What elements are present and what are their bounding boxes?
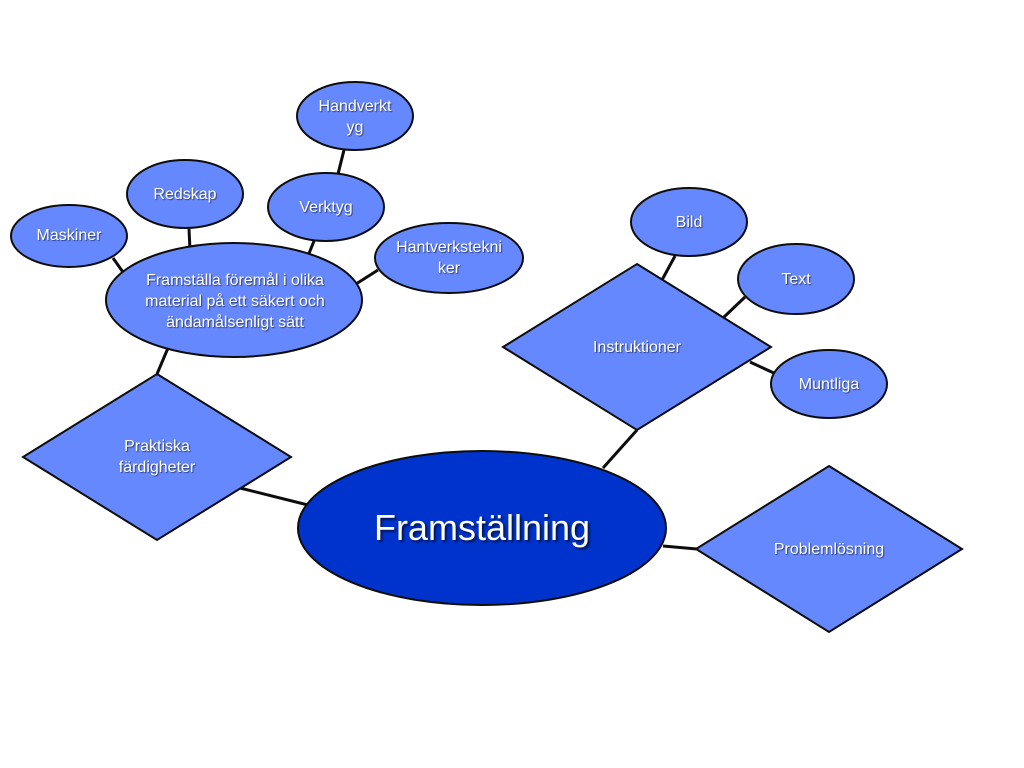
instruktioner-node-shape[interactable] [501,262,773,432]
connector-verktyg-handverktyg [336,149,346,175]
center-node-shape[interactable] [297,450,667,606]
connector-center-problemlosning [662,544,698,551]
problemlosning-node-shape[interactable] [694,464,964,634]
muntliga-node-shape[interactable] [770,349,888,419]
connector-framstalla-hantverkstekniker [355,268,379,286]
verktyg-node-shape[interactable] [267,172,385,242]
bild-node-shape[interactable] [630,187,748,257]
connectors [111,149,777,551]
connector-instruktioner-muntliga [749,360,777,376]
framstalla-node-shape[interactable] [105,242,363,358]
redskap-node-shape[interactable] [126,159,244,229]
text-node-shape[interactable] [737,243,855,315]
praktiska-node-shape[interactable] [21,372,293,542]
connector-center-instruktioner [601,428,639,470]
connector-instruktioner-text [721,295,747,320]
maskiner-node-shape[interactable] [10,204,128,268]
handverktyg-node-shape[interactable] [296,81,414,151]
connector-center-praktiska [239,486,309,507]
connector-instruktioner-bild [660,255,677,281]
connector-praktiska-framstalla [155,347,170,375]
hantverkstekniker-node-shape[interactable] [374,222,524,294]
